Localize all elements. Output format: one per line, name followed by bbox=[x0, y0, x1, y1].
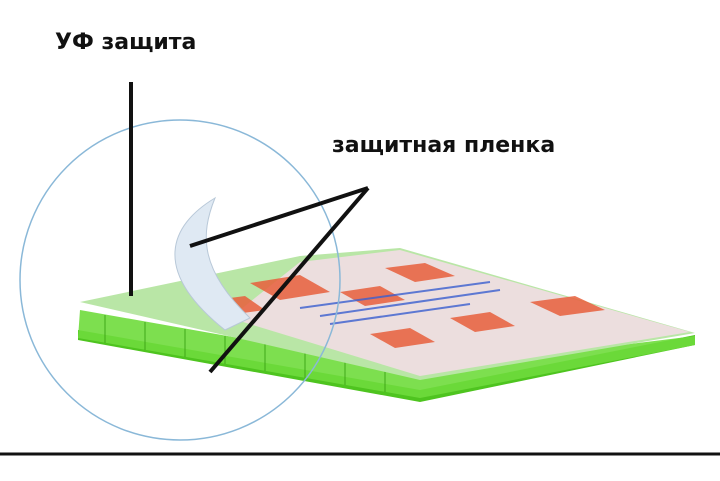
uv-protection-label: УФ защита bbox=[55, 30, 197, 55]
printed-text bbox=[299, 281, 501, 325]
printed-surface bbox=[230, 250, 690, 376]
protective-film-label: защитная пленка bbox=[332, 133, 556, 158]
protective-film-peel bbox=[174, 196, 251, 331]
printed-pattern bbox=[215, 263, 605, 348]
magnifier-circle bbox=[19, 119, 341, 441]
film-pointer-line-2 bbox=[208, 186, 370, 374]
film-pointer-line-1 bbox=[189, 186, 369, 248]
